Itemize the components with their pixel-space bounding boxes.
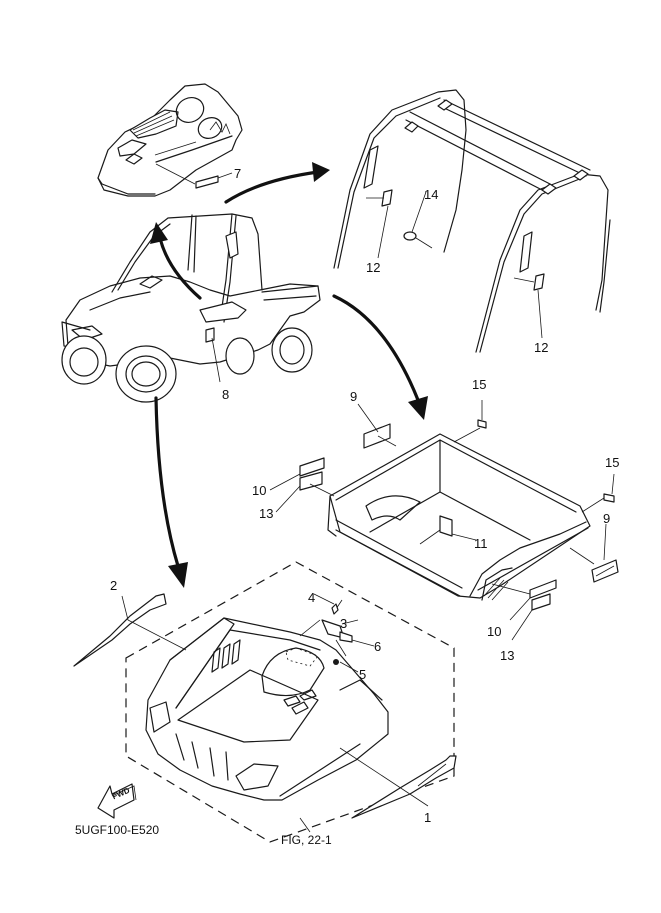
callout-12-left: 12: [366, 260, 381, 275]
callout-13-left: 13: [259, 506, 274, 521]
callout-15-right: 15: [605, 455, 620, 470]
direction-arrows: [150, 162, 428, 588]
callout-8: 8: [222, 387, 230, 402]
cargo-bed: [269, 400, 619, 641]
callout-10-left: 10: [252, 483, 267, 498]
callout-4: 4: [308, 590, 316, 605]
callout-1: 1: [424, 810, 432, 825]
callout-9-emblem: 9: [603, 511, 611, 526]
callout-3: 3: [340, 616, 348, 631]
fig-leader-line: [299, 817, 311, 833]
callout-13-right: 13: [500, 648, 515, 663]
callout-12-right: 12: [534, 340, 549, 355]
fwd-arrow-icon: [97, 783, 137, 819]
roll-cage: [333, 89, 611, 353]
callout-6: 6: [374, 639, 382, 654]
callout-9-bed: 9: [350, 389, 358, 404]
callout-15-left: 15: [472, 377, 487, 392]
callout-5: 5: [359, 667, 367, 682]
figure-reference: FIG, 22-1: [281, 833, 332, 847]
console-cover: [97, 83, 243, 197]
utv-vehicle: [61, 213, 321, 403]
hood-assembly: [73, 561, 457, 843]
callout-2: 2: [110, 578, 118, 593]
callout-11: 11: [474, 536, 488, 551]
drawing-code: 5UGF100-E520: [75, 823, 160, 837]
callout-7: 7: [234, 166, 242, 181]
callout-14: 14: [424, 187, 439, 202]
callout-10-right: 10: [487, 624, 502, 639]
assembly-boundary: [125, 561, 455, 843]
